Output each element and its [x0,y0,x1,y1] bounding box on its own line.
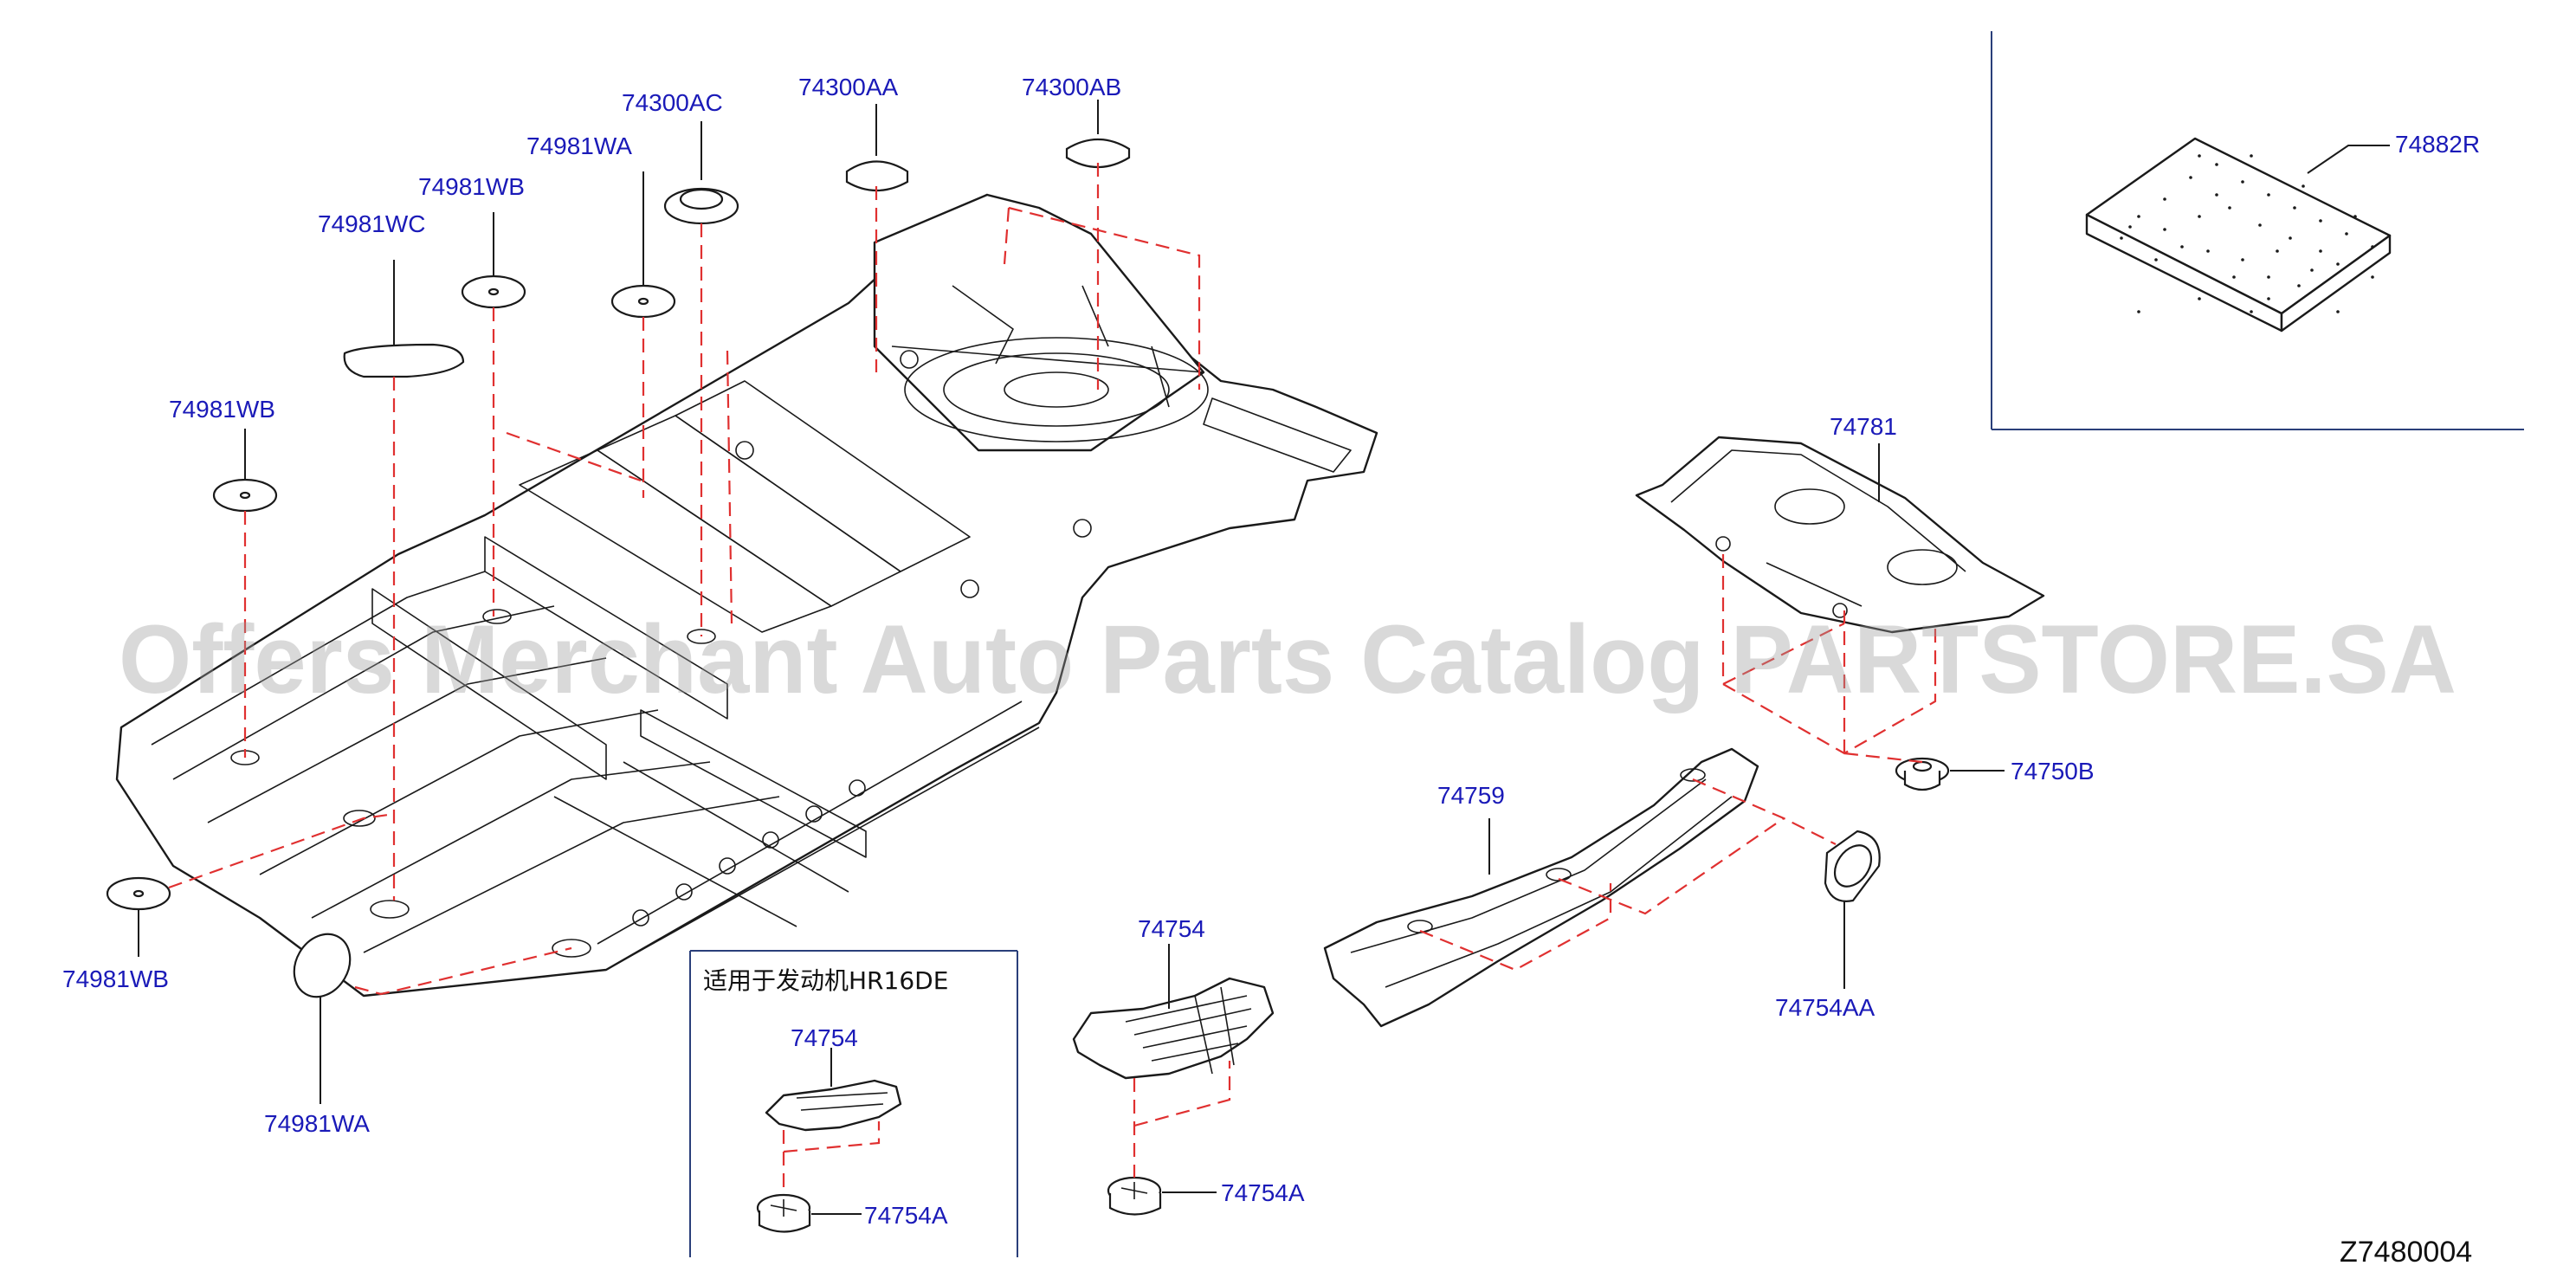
grommet-74981WB-top [461,212,526,309]
callout-74981WC[interactable]: 74981WC [318,210,426,237]
insulator-74754-inset [765,1048,902,1132]
insulator-74781 [1635,436,2045,634]
clip-74750B [1895,757,2005,791]
inset-engine-note: 适用于发动机HR16DE [703,966,948,995]
callout-74300AB[interactable]: 74300AB [1022,74,1121,100]
clip-74754A-main [1107,1176,1217,1216]
callout-74981WB-bottom[interactable]: 74981WB [62,965,169,992]
pad-74882R [2085,137,2392,333]
callout-74300AA[interactable]: 74300AA [798,74,899,100]
watermark: Offers Merchant Auto Parts Catalog PARTS… [119,605,2457,714]
callout-74981WB-top[interactable]: 74981WB [418,173,525,200]
callout-74981WA-bottom[interactable]: 74981WA [264,1110,370,1137]
callout-74882R[interactable]: 74882R [2395,131,2480,158]
plug-74300AA [845,104,909,191]
assembly-lines [168,163,1937,1195]
diagram-code: Z7480004 [2340,1236,2472,1269]
callout-74759[interactable]: 74759 [1437,782,1505,809]
plug-74300AB [1065,100,1131,168]
grommet-74981WB-left [212,429,278,513]
callout-74300AC[interactable]: 74300AC [622,89,723,116]
plug-74300AC [663,121,739,225]
callout-74981WB-left[interactable]: 74981WB [169,396,275,423]
callout-labels: 74300AC 74300AA 74300AB 74981WA 74981WB … [62,74,2480,1229]
callout-74754A-inset[interactable]: 74754A [864,1202,948,1229]
callout-74754-inset[interactable]: 74754 [791,1024,858,1051]
inset-frame-bottom [689,950,1018,1257]
clip-74754A-inset [756,1193,862,1233]
grommet-74981WB-bottom [106,876,171,957]
inset-frame-top-right [1991,31,2524,430]
plug-74981WC [343,260,465,378]
insulator-74754-main [1072,944,1275,1080]
callout-74754A-main[interactable]: 74754A [1221,1179,1305,1206]
callout-74981WA-top[interactable]: 74981WA [526,132,632,159]
grommet-74981WA-top [610,171,676,319]
seal-74981WA-bottom [293,933,352,1104]
clip-74754AA [1824,830,1881,989]
insulator-74759 [1323,747,1759,1028]
callout-74781[interactable]: 74781 [1830,413,1897,440]
callout-74750B[interactable]: 74750B [2011,758,2095,785]
floor-pan-assembly [115,193,1378,998]
callout-74754-main[interactable]: 74754 [1138,915,1205,942]
callout-74754AA[interactable]: 74754AA [1775,994,1876,1021]
